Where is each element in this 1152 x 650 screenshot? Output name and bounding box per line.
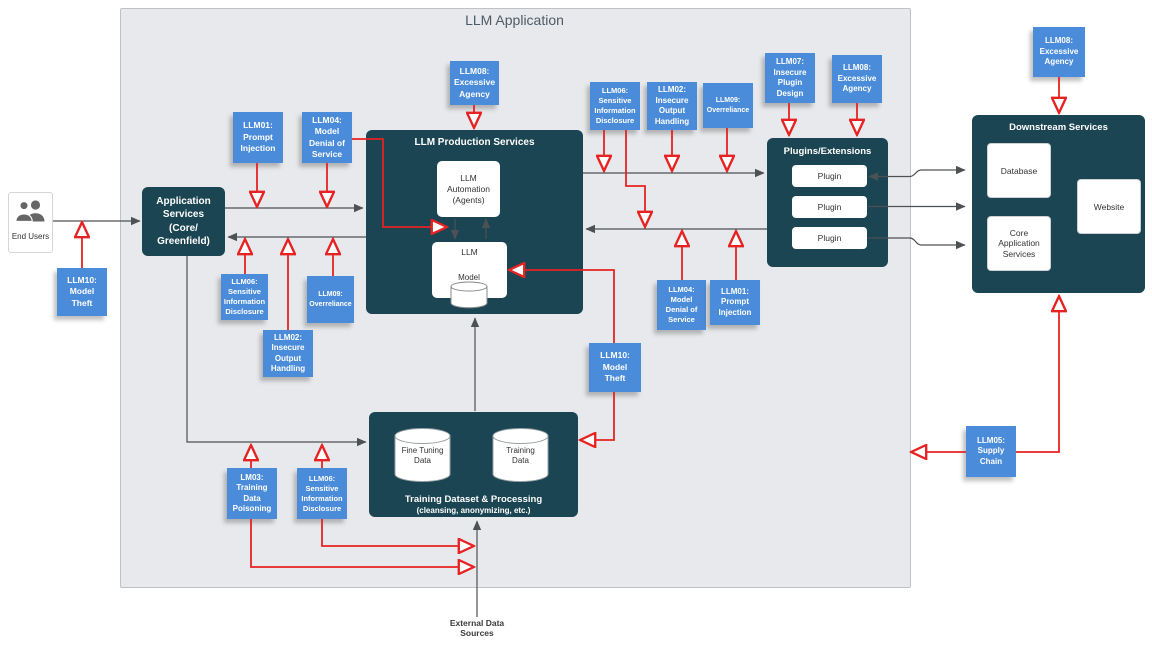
core-application-services-box: Core Application Services bbox=[987, 216, 1051, 271]
threat-llm02-insecure-output-plugins: LLM02: Insecure Output Handling bbox=[647, 82, 697, 130]
llm-application-title: LLM Application bbox=[465, 12, 564, 28]
training-data-label: Training Data bbox=[506, 446, 535, 465]
plugin-box-2: Plugin bbox=[792, 196, 867, 218]
website-box: Website bbox=[1077, 179, 1141, 234]
training-dataset-node: Fine Tuning Data Training Data Training … bbox=[369, 412, 578, 517]
threat-llm06-sensitive-info-training: LLM06: Sensitive Information Disclosure bbox=[297, 468, 347, 519]
threat-llm06-sensitive-info-plugins: LLM06: Sensitive Information Disclosure bbox=[590, 82, 640, 130]
fine-tuning-data-cylinder: Fine Tuning Data bbox=[394, 427, 451, 483]
llm-box: LLM Model bbox=[432, 242, 507, 309]
training-dataset-subtitle: (cleansing, anonymizing, etc.) bbox=[416, 506, 531, 515]
training-data-cylinder: Training Data bbox=[492, 427, 549, 483]
end-users-label: End Users bbox=[11, 232, 50, 241]
threat-llm06-sensitive-info-response: LLM06: Sensitive Information Disclosure bbox=[221, 274, 268, 320]
llm-automation-agents-box: LLM Automation (Agents) bbox=[437, 161, 500, 217]
threat-llm01-prompt-injection-app: LLM01: Prompt Injection bbox=[233, 112, 283, 163]
threat-llm08-excessive-agency-plugins: LLM08: Excessive Agency bbox=[832, 55, 882, 103]
threat-llm04-model-dos-app: LLM04: Model Denial of Service bbox=[302, 112, 352, 163]
plugin-box-1: Plugin bbox=[792, 165, 867, 187]
threat-llm07-insecure-plugin-design: LLM07: Insecure Plugin Design bbox=[765, 53, 815, 103]
plugins-extensions-node: Plugins/Extensions Plugin Plugin Plugin bbox=[767, 138, 888, 267]
threat-llm01-prompt-injection-plugins: LLM01: Prompt Injection bbox=[710, 280, 760, 325]
threat-llm08-excessive-agency-downstream: LLM08: Excessive Agency bbox=[1033, 27, 1085, 77]
threat-llm10-model-theft-users: LLM10: Model Theft bbox=[57, 268, 107, 316]
red-llm05-downstream bbox=[1016, 297, 1059, 453]
threat-llm05-supply-chain: LLM05: Supply Chain bbox=[966, 426, 1016, 477]
downstream-services-title: Downstream Services bbox=[1009, 122, 1108, 133]
threat-llm02-insecure-output-response: LLM02: Insecure Output Handling bbox=[263, 330, 313, 377]
model-cylinder-label: Model bbox=[458, 273, 480, 282]
model-cylinder: Model bbox=[450, 263, 488, 309]
fine-tuning-data-label: Fine Tuning Data bbox=[401, 446, 444, 465]
threat-llm09-overreliance-response: LLM09: Overreliance bbox=[307, 276, 354, 323]
llm-box-label: LLM bbox=[461, 247, 478, 257]
plugin-box-3: Plugin bbox=[792, 227, 867, 249]
threat-llm08-excessive-agency-llm: LLM08: Excessive Agency bbox=[450, 61, 499, 105]
plugins-extensions-title: Plugins/Extensions bbox=[783, 146, 872, 157]
threat-llm09-overreliance-plugins: LLM09: Overreliance bbox=[703, 83, 753, 128]
external-data-sources-label: External Data Sources bbox=[449, 618, 505, 638]
llm-production-services-node: LLM Production Services LLM Automation (… bbox=[366, 130, 583, 314]
application-services-node: Application Services (Core/ Greenfield) bbox=[142, 187, 225, 256]
threat-lm03-training-data-poisoning: LM03: Training Data Poisoning bbox=[227, 468, 277, 519]
threat-llm10-model-theft-model: LLM10: Model Theft bbox=[589, 343, 641, 392]
downstream-services-node: Downstream Services Database Website Cor… bbox=[972, 115, 1145, 293]
llm-production-services-title: LLM Production Services bbox=[414, 137, 535, 148]
training-dataset-title: Training Dataset & Processing bbox=[404, 494, 543, 505]
end-users-node: End Users bbox=[8, 192, 53, 253]
database-box: Database bbox=[987, 143, 1051, 198]
threat-llm04-model-dos-plugins: LLM04: Model Denial of Service bbox=[657, 280, 706, 330]
end-users-icon bbox=[14, 200, 44, 223]
